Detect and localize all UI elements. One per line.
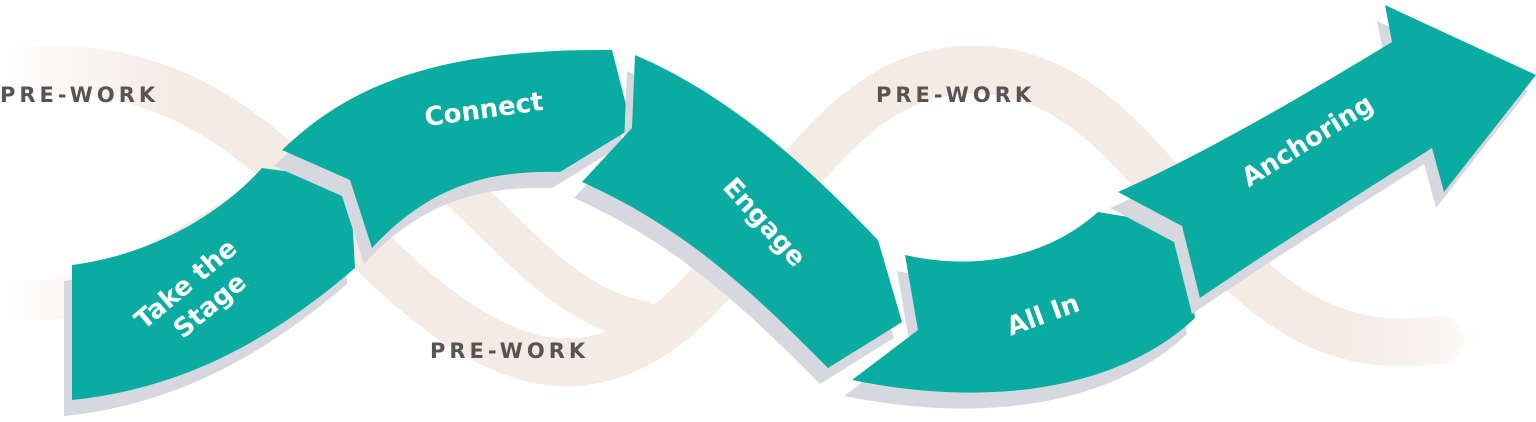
segment-body — [1118, 5, 1536, 298]
segment-take-the-stage: Take the Stage — [64, 168, 355, 416]
segment-body — [852, 212, 1195, 393]
segment-anchoring: Anchoring — [1110, 5, 1536, 314]
segment-body — [582, 55, 902, 368]
segment-connect: Connect — [274, 49, 632, 265]
prework-label-middle: PRE-WORK — [876, 83, 1035, 107]
prework-label-left: PRE-WORK — [0, 83, 159, 107]
segment-body — [72, 168, 355, 400]
segment-all-in: All In — [844, 212, 1195, 409]
segment-body — [282, 49, 632, 249]
prework-label-bottom: PRE-WORK — [430, 339, 589, 363]
segment-engage: Engage — [574, 55, 902, 384]
